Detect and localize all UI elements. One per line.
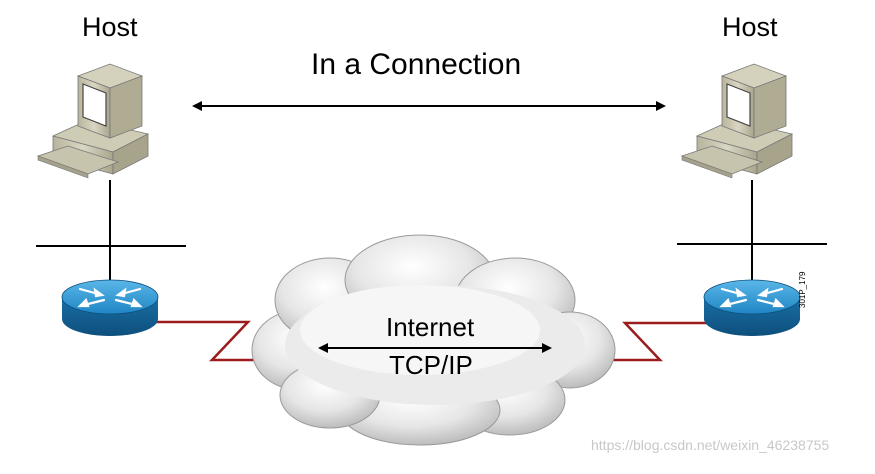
protocol-label: TCP/IP [389, 350, 473, 380]
wan-link-left [155, 320, 285, 362]
wan-link-right [590, 321, 708, 362]
lan-right [677, 180, 827, 290]
router-icon [60, 278, 160, 338]
lan-left [36, 180, 186, 290]
watermark-text: https://blog.csdn.net/weixin_46238755 [591, 437, 830, 453]
host-left-label: Host [82, 12, 138, 42]
internet-label: Internet [386, 312, 475, 342]
computer-icon [681, 63, 793, 179]
figure-id-label: 301P_179 [798, 271, 807, 308]
router-icon [702, 278, 802, 338]
host-right-label: Host [722, 12, 778, 42]
computer-icon [37, 63, 149, 179]
connection-label: In a Connection [311, 48, 522, 81]
